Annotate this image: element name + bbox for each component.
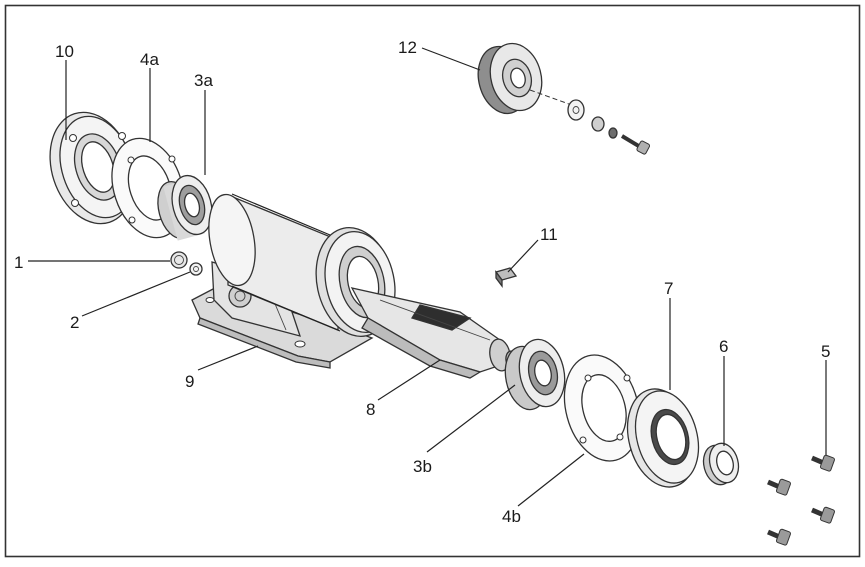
part-12-pulley xyxy=(477,42,651,155)
leader-lines xyxy=(28,47,827,507)
part-7-cover-plate xyxy=(626,388,700,488)
label-part-9: 9 xyxy=(185,372,194,391)
part-2-washer xyxy=(189,262,203,276)
part-5-bolts xyxy=(767,454,835,546)
label-part-3a: 3a xyxy=(194,71,213,90)
part-1-plug xyxy=(170,251,188,269)
label-part-6: 6 xyxy=(719,337,728,356)
label-part-4b: 4b xyxy=(502,507,521,526)
label-part-2: 2 xyxy=(70,313,79,332)
label-part-4a: 4a xyxy=(140,50,159,69)
label-part-8: 8 xyxy=(366,400,375,419)
part-3a-bearing xyxy=(157,174,213,241)
part-8-shaft xyxy=(350,287,519,379)
label-part-10: 10 xyxy=(55,42,74,61)
part-number-labels: 10 4a 3a 12 1 2 11 7 6 5 9 8 3b 4b xyxy=(14,38,830,526)
label-part-12: 12 xyxy=(398,38,417,57)
label-part-11: 11 xyxy=(540,225,558,244)
part-11-key xyxy=(494,267,518,288)
part-3b-bearing xyxy=(504,338,566,411)
part-6-oil-seal xyxy=(702,442,740,486)
label-part-1: 1 xyxy=(14,253,23,272)
label-part-7: 7 xyxy=(664,279,673,298)
label-part-5: 5 xyxy=(821,342,830,361)
label-part-3b: 3b xyxy=(413,457,432,476)
